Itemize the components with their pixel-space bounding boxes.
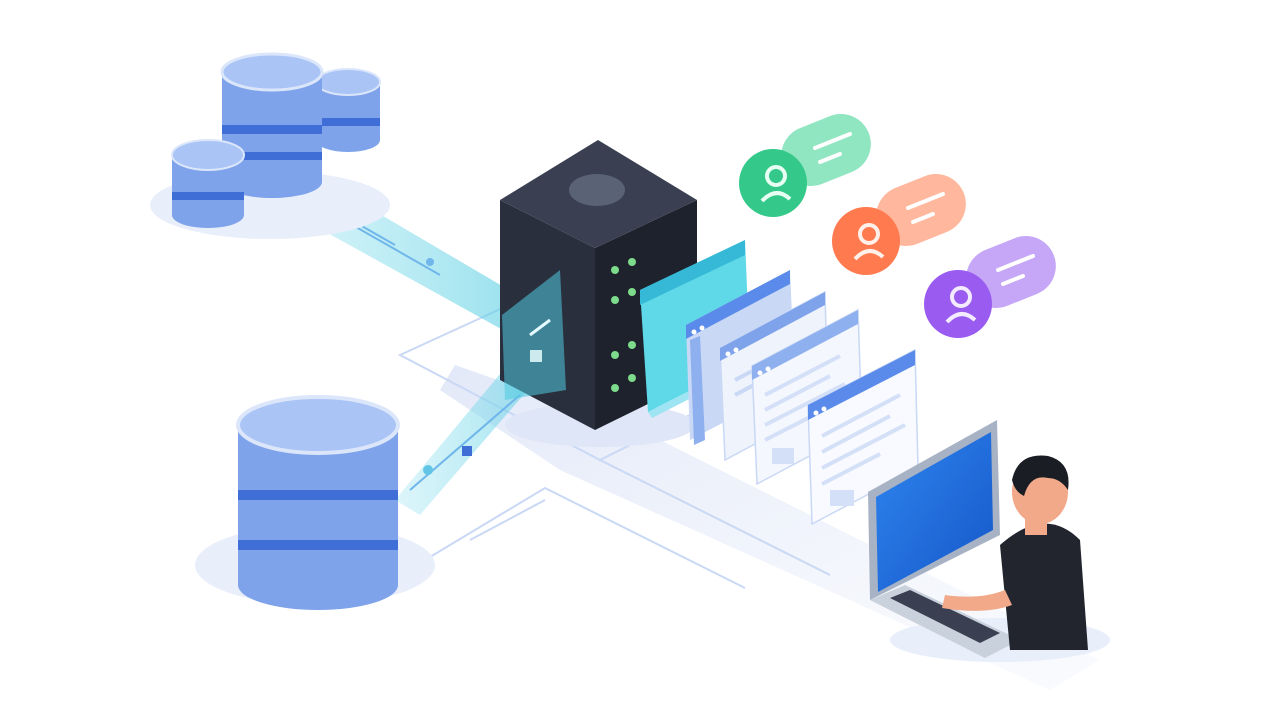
database-icon bbox=[315, 68, 381, 152]
server-leds bbox=[611, 258, 636, 392]
user-bubble-green bbox=[739, 114, 871, 217]
database-icon bbox=[220, 52, 324, 198]
user-bubble-orange bbox=[832, 174, 966, 275]
document-stack bbox=[640, 240, 919, 526]
user-bubble-purple bbox=[924, 236, 1056, 338]
database-large bbox=[195, 395, 435, 610]
person-at-laptop-icon bbox=[868, 420, 1110, 662]
database-icon bbox=[171, 139, 245, 228]
database-cluster-top bbox=[150, 52, 390, 239]
